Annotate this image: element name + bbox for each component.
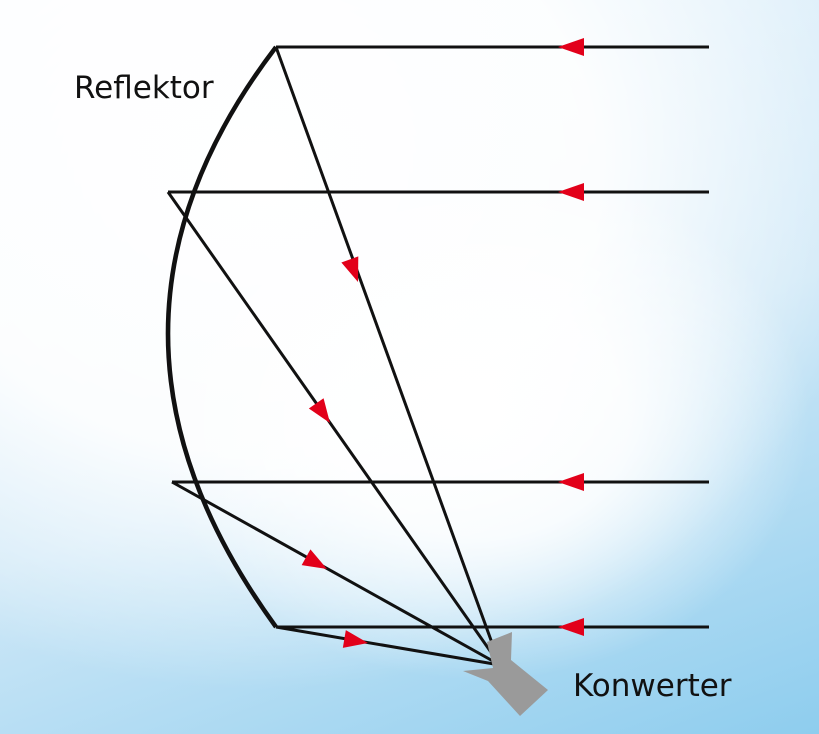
arrow-incoming-2 (558, 183, 584, 201)
reflected-ray-3 (171, 480, 501, 667)
arrow-reflected-2 (308, 398, 330, 423)
reflector-label: Reflektor (74, 70, 214, 106)
reflected-ray-1 (274, 46, 502, 666)
reflector-dish (165, 45, 278, 629)
reflected-ray-4 (275, 625, 501, 667)
arrow-reflected-1 (341, 256, 359, 282)
converter-shape (463, 632, 548, 716)
arrow-incoming-3 (558, 473, 584, 491)
arrow-reflected-4 (342, 630, 368, 648)
reflected-ray-2 (166, 191, 502, 666)
arrow-reflected-3 (301, 549, 327, 569)
arrow-incoming-1 (558, 38, 584, 56)
converter-label: Konwerter (573, 668, 732, 704)
arrow-incoming-4 (558, 618, 584, 636)
